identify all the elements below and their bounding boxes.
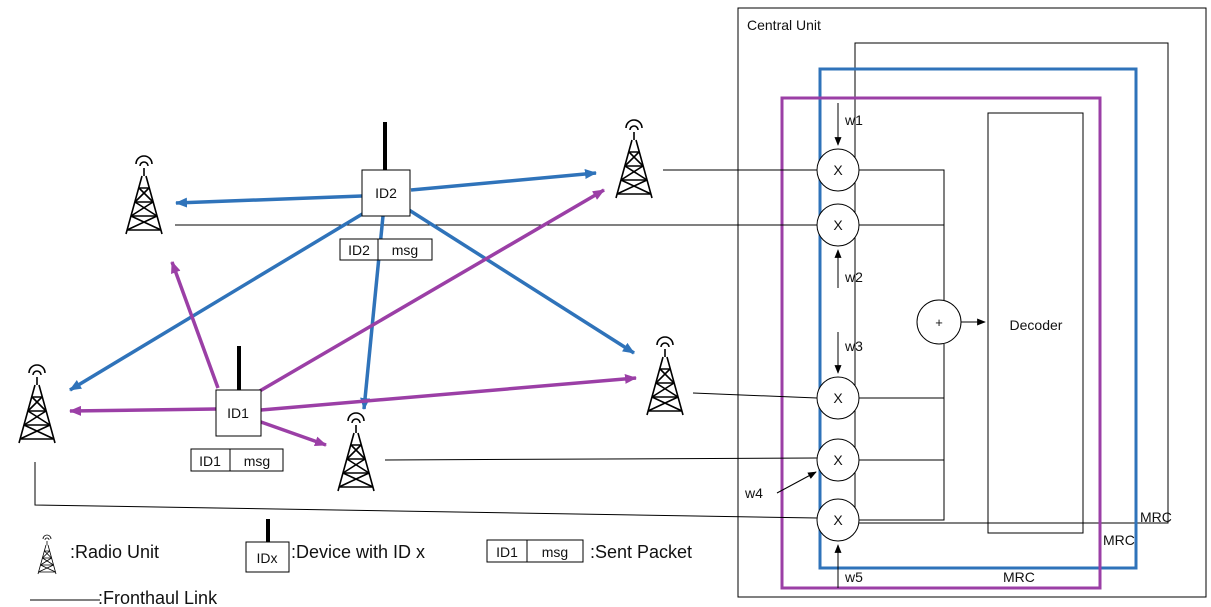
legend-fronthaul-label: :Fronthaul Link xyxy=(98,588,218,607)
bus-top xyxy=(859,169,945,300)
id1-arrow-to-ru-top-right xyxy=(257,188,605,394)
decoder-box xyxy=(987,112,1084,534)
multiplier-4-symbol: X xyxy=(833,452,843,468)
packet-box xyxy=(190,448,284,472)
combiner-symbol: + xyxy=(935,315,943,330)
id1-transmissions xyxy=(69,188,637,447)
legend-radio-unit-label: :Radio Unit xyxy=(70,542,159,562)
radio-unit-icon xyxy=(337,412,375,492)
packet-box xyxy=(339,238,433,261)
device-id1: ID1 ID1 msg xyxy=(190,346,284,472)
legend-device-box xyxy=(245,541,290,573)
weight-arrow-4 xyxy=(776,471,817,494)
fronthaul-link-3 xyxy=(692,392,818,399)
id1-arrow-to-ru-left-top xyxy=(170,261,220,389)
packet-msg-label: msg xyxy=(392,242,418,258)
mrc-frame-front xyxy=(780,96,1102,590)
id1-arrow-to-ru-center xyxy=(260,420,327,447)
packet-id-label: ID2 xyxy=(348,242,370,258)
mrc-label-front: MRC xyxy=(1003,569,1035,585)
weight-label-1: w1 xyxy=(844,112,863,128)
mrc-label-back: MRC xyxy=(1140,509,1172,525)
radio-unit-icon xyxy=(615,119,653,199)
multiplier-5 xyxy=(816,498,860,542)
device-id2: ID2 ID2 msg xyxy=(339,122,433,261)
legend-device-label: :Device with ID x xyxy=(291,542,425,562)
decoder-label: Decoder xyxy=(1010,317,1063,333)
weight-label-5: w5 xyxy=(844,569,863,585)
radio-unit-icon xyxy=(18,364,56,444)
legend-packet-msg-label: msg xyxy=(542,544,568,560)
id2-arrow-to-ru-left-mid xyxy=(69,211,365,392)
legend-packet-box xyxy=(486,539,584,563)
id2-arrow-to-ru-top-right xyxy=(410,169,597,192)
radio-unit-icon xyxy=(125,155,163,235)
device-box xyxy=(215,389,262,437)
device-label: ID1 xyxy=(227,405,249,421)
central-unit-box xyxy=(737,7,1207,598)
multiplier-3-symbol: X xyxy=(833,390,843,406)
fronthaul-links xyxy=(34,169,818,519)
mrc-label-middle: MRC xyxy=(1103,532,1135,548)
id2-arrow-to-ru-mid-right xyxy=(408,208,635,355)
weight-label-4: w4 xyxy=(744,485,763,501)
central-unit: Central Unit MRC MRC MRC Decoder + X X X… xyxy=(737,7,1207,598)
weight-label-2: w2 xyxy=(844,269,863,285)
fronthaul-link-5 xyxy=(34,462,818,519)
fronthaul-link-4 xyxy=(384,457,818,461)
packet-msg-label: msg xyxy=(244,453,270,469)
legend-sent-packet-label: :Sent Packet xyxy=(590,542,692,562)
radio-unit-icon xyxy=(37,534,57,575)
central-unit-title: Central Unit xyxy=(747,17,821,33)
multiplier-5-symbol: X xyxy=(833,512,843,528)
multiplier-2-symbol: X xyxy=(833,217,843,233)
radio-unit-icon xyxy=(646,336,684,416)
id2-arrow-to-ru-left-top xyxy=(175,194,363,208)
id1-arrow-to-ru-left-mid xyxy=(69,405,217,416)
bus-bottom xyxy=(859,344,945,521)
id1-arrow-to-ru-mid-right xyxy=(260,373,637,412)
device-box xyxy=(361,169,411,217)
packet-id-label: ID1 xyxy=(199,453,221,469)
mrc-frame-back xyxy=(854,42,1169,524)
mrc-frame-middle xyxy=(818,67,1138,570)
legend-packet-id-label: ID1 xyxy=(496,544,518,560)
device-label: ID2 xyxy=(375,185,397,201)
legend-device-icon-label: IDx xyxy=(257,550,278,566)
multiplier-4 xyxy=(816,438,860,482)
multiplier-1-symbol: X xyxy=(833,162,843,178)
legend: :Radio Unit IDx :Device with ID x ID1 ms… xyxy=(30,519,692,607)
weight-label-3: w3 xyxy=(844,338,863,354)
